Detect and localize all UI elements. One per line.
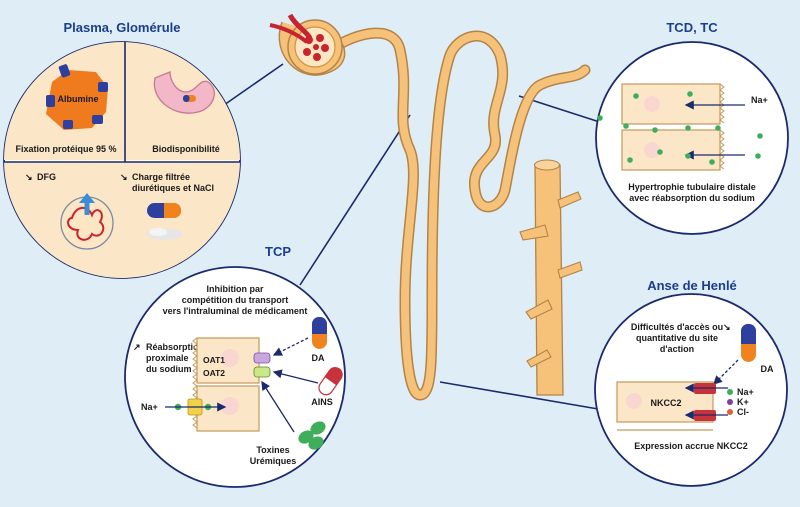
oat1-label: OAT1 <box>203 355 225 365</box>
panel-title-tcd: TCD, TC <box>666 20 718 35</box>
toxines-line2: Urémiques <box>250 456 297 466</box>
panel-title-henle: Anse de Henlé <box>647 278 737 293</box>
stomach-icon <box>153 71 215 114</box>
toxines-line1: Toxines <box>256 445 289 455</box>
panel-plasma-glomerule: Plasma, Glomérule Albumine Fixation prot… <box>3 20 241 279</box>
albumin-molecule: Albumine <box>46 64 108 130</box>
henle-da-capsule-icon <box>741 324 756 362</box>
glomerulus-dfg-icon <box>60 193 114 250</box>
k-ion-icon <box>727 399 733 405</box>
tcd-caption-line2: avec réabsorption du sodium <box>629 193 755 203</box>
da-capsule-icon <box>312 317 327 349</box>
oat2-label: OAT2 <box>203 368 225 378</box>
tcp-inhibition-line3: vers l'intraluminal de médicament <box>163 306 308 316</box>
tcd-caption-line1: Hypertrophie tubulaire distale <box>628 182 756 192</box>
tcp-reabs-line1: Réabsorption <box>146 342 204 352</box>
nkcc2-label: NKCC2 <box>650 398 681 408</box>
henle-diff-line2: quantitative du site <box>636 333 718 343</box>
uremic-toxins-icon <box>298 421 326 450</box>
albumine-label: Albumine <box>57 94 98 104</box>
charge-label-line1: Charge filtrée <box>132 172 190 182</box>
panel-tcp: TCP Inhibition par compétition du transp… <box>124 244 346 488</box>
capsule-pill-icon <box>147 203 181 218</box>
tcd-na-label: Na+ <box>751 95 768 105</box>
glomerulus <box>269 13 346 76</box>
collecting-duct <box>519 159 583 396</box>
salt-icon <box>146 228 182 240</box>
nephron-tubule <box>324 27 591 401</box>
tcp-inhibition-line2: compétition du transport <box>182 295 289 305</box>
tcp-da-label: DA <box>312 353 325 363</box>
tcp-inhibition-line1: Inhibition par <box>207 284 264 294</box>
henle-diff-line1: Difficultés d'accès ou <box>631 322 723 332</box>
panel-tcd-tc: TCD, TC Na+ Hypertrophie tubulaire dista… <box>595 20 789 235</box>
distal-cells <box>621 83 725 171</box>
ains-capsule-icon <box>318 367 343 396</box>
henle-da-label: DA <box>761 364 774 374</box>
henle-caption: Expression accrue NKCC2 <box>634 441 748 451</box>
charge-arrow-icon: ↘ <box>120 172 128 182</box>
biodisponibilite-label: Biodisponibilité <box>152 144 220 154</box>
henle-k-label: K+ <box>737 397 749 407</box>
panel-title-plasma: Plasma, Glomérule <box>63 20 180 35</box>
oat-transporters <box>253 352 271 378</box>
henle-diff-line3: d'action <box>660 344 694 354</box>
henle-down-arrow-icon: ↘ <box>723 322 731 332</box>
fixation-label: Fixation protéique 95 % <box>15 144 116 154</box>
proximal-cells <box>192 337 260 432</box>
ains-label: AINS <box>311 397 333 407</box>
dfg-arrow-icon: ↘ <box>25 172 33 182</box>
nkcc2-transporters <box>684 383 728 421</box>
panel-anse-de-henle: Anse de Henlé Difficultés d'accès ou ↘ q… <box>594 278 788 487</box>
na-cotransporter <box>165 398 227 416</box>
tcp-reabs-line3: du sodium <box>146 364 192 374</box>
tcp-reabs-line2: proximale <box>146 353 189 363</box>
sodium-ions <box>597 91 763 165</box>
panel-title-tcp: TCP <box>265 244 291 259</box>
cl-ion-icon <box>727 409 733 415</box>
tcp-na-label: Na+ <box>141 402 158 412</box>
connector-lines <box>223 63 613 411</box>
charge-label-line2: diurétiques et NaCl <box>132 183 214 193</box>
na-ion-icon <box>727 389 733 395</box>
henle-cl-label: Cl- <box>737 407 749 417</box>
dfg-label: DFG <box>37 172 56 182</box>
tcp-up-arrow-icon: ↗ <box>133 342 141 352</box>
henle-na-label: Na+ <box>737 387 754 397</box>
